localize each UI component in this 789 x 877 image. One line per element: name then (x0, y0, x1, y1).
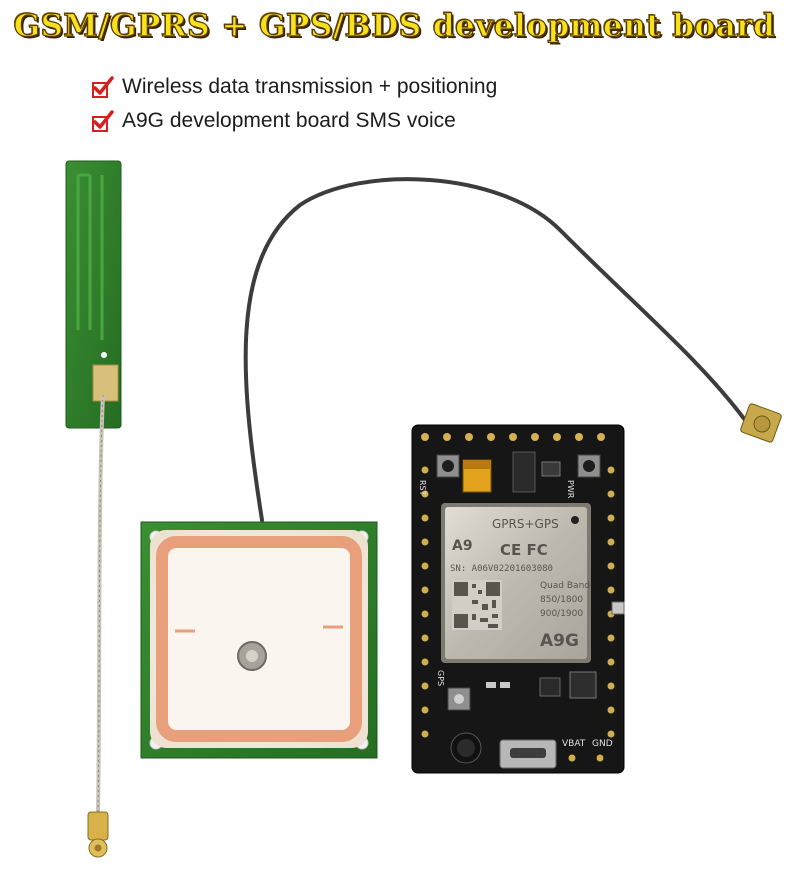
feature-text: A9G development board SMS voice (122, 109, 456, 132)
gps-antenna-cable (243, 177, 747, 522)
feature-item: A9G development board SMS voice (92, 104, 497, 138)
red-check-icon (92, 110, 114, 132)
model-label: A9G (540, 631, 579, 651)
gps-ceramic-antenna (140, 521, 378, 759)
gnd-label: GND (592, 739, 613, 749)
band-label: Quad Band (540, 581, 590, 591)
pwr-label: PWR (566, 480, 575, 499)
gps-label: GPS (436, 670, 445, 686)
serial-number: SN: A06V02201603080 (450, 564, 553, 574)
ufl-connector-icon (87, 811, 109, 858)
svg-text:A9: A9 (452, 538, 473, 554)
page-title: GSM/GPRS + GPS/BDS development board (13, 7, 776, 44)
module-label: GPRS+GPS (492, 517, 559, 531)
band-label: 850/1800 (540, 595, 583, 605)
a9g-development-board: RST PWR GPRS+GPS A9 CE FC SN: A06V022016… (411, 424, 625, 774)
red-check-icon (92, 76, 114, 98)
gsm-pcb-antenna (65, 160, 122, 858)
feature-list: Wireless data transmission + positioning… (92, 70, 497, 138)
vbat-label: VBAT (562, 739, 586, 749)
qr-code-icon (452, 580, 502, 630)
rst-label: RST (418, 480, 427, 496)
band-label: 900/1900 (540, 609, 583, 619)
feature-text: Wireless data transmission + positioning (122, 75, 498, 98)
feature-item: Wireless data transmission + positioning (92, 70, 497, 104)
ufl-connector-icon (740, 403, 782, 443)
cert-marks: CE FC (500, 541, 548, 559)
